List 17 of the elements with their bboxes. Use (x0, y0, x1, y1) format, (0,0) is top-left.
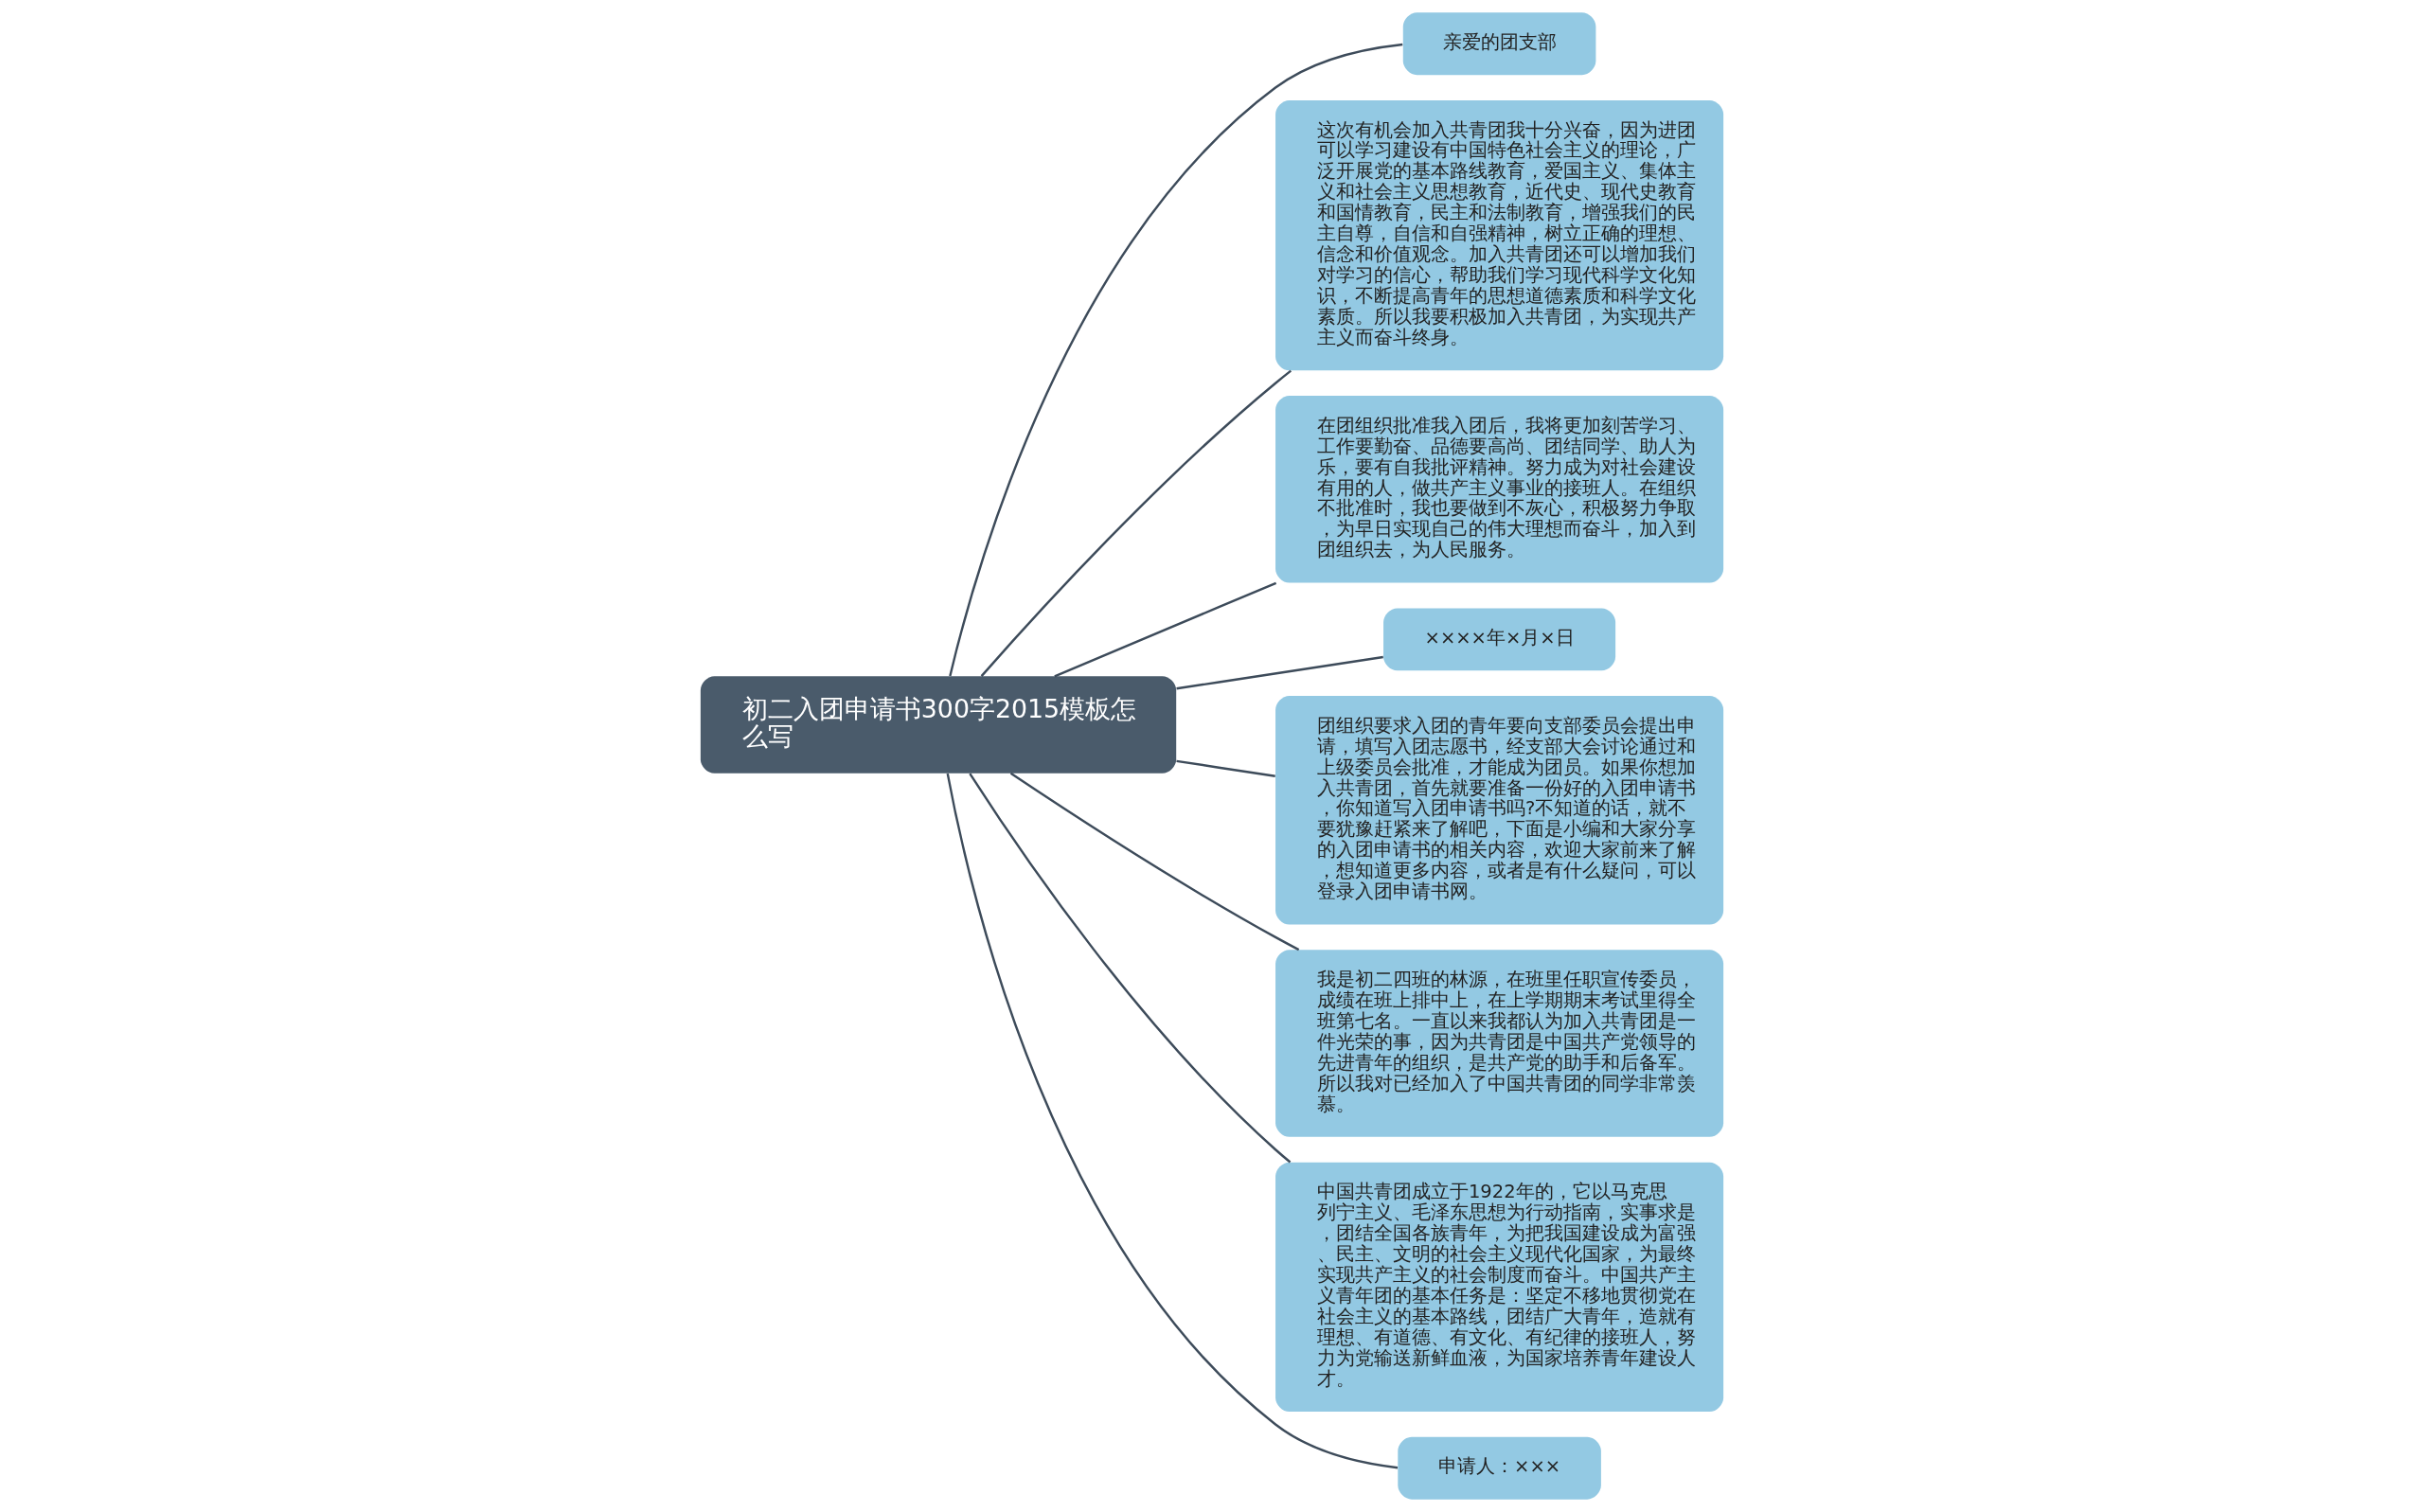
connector (969, 773, 1292, 1164)
node-box: 在团组织批准我入团后，我将更加刻苦学习、工作要勤奋、品德要高尚、团结同学、助人为乐，要有自我批评精神。努力成为对社会建设有用的人，做共产主义事业的接班人。在组织不批准时，我也要做到不灰心，积极努力争取，为早日实现自己的伟大理想而奋斗，加入到团组织去，为人民服务。 (1275, 396, 1724, 583)
node-box: 这次有机会加入共青团我十分兴奋，因为进团可以学习建设有中国特色社会主义的理论，广泛开展党的基本路线教育，爱国主义、集体主义和社会主义思想教育，近代史、现代史教育和国情教育，民主和法制教育，增强我们的民主自尊，自信和自强精神，树立正确的理想、信念和价值观念。加入共青团还可以增加我们对学习的信心，帮助我们学习现代科学文化知识，不断提高青年的思想道德素质和科学文化素质。所以我要积极加入共青团，为实现共产主义而奋斗终身。 (1275, 99, 1724, 371)
connector (1176, 759, 1275, 777)
connector (1009, 772, 1300, 952)
node-box: 初二入团申请书300字2015模板怎么写 (700, 676, 1177, 774)
node-box: 我是初二四班的林源，在班里任职宣传委员，成绩在班上排中上，在上学期期末考试里得全班第七名。一直以来我都认为加入共青团是一件光荣的事，因为共青团是中国共产党领导的先进青年的组织，是共产党的助手和后备军。所以我对已经加入了中国共青团的同学非常羡慕。 (1275, 950, 1724, 1137)
connector (980, 369, 1292, 677)
connector (946, 773, 1399, 1469)
connector (949, 43, 1403, 677)
node-box: 申请人：××× (1398, 1436, 1601, 1500)
node-box: 团组织要求入团的青年要向支部委员会提出申请，填写入团志愿书，经支部大会讨论通过和上级委员会批准，才能成为团员。如果你想加入共青团，首先就要准备一份好的入团申请书，你知道写入团申请书吗?不知道的话，就不要犹豫赶紧来了解吧，下面是小编和大家分享的入团申请书的相关内容，欢迎大家前来了解，想知道更多内容，或者是有什么疑问，可以登录入团申请书网。 (1275, 696, 1724, 925)
node-box: ××××年×月×日 (1383, 608, 1616, 671)
connector (1054, 581, 1277, 678)
connector (1176, 655, 1383, 690)
node-box: 亲爱的团支部 (1402, 12, 1596, 76)
node-box: 中国共青团成立于1922年的，它以马克思列宁主义、毛泽东思想为行动指南，实事求是，团结全国各族青年，为把我国建设成为富强、民主、文明的社会主义现代化国家，为最终实现共产主义的社会制度而奋斗。中国共产主义青年团的基本任务是：坚定不移地贯彻党在社会主义的基本路线，团结广大青年，造就有理想、有道德、有文化、有纪律的接班人，努力为党输送新鲜血液，为国家培养青年建设人才。 (1275, 1162, 1724, 1413)
